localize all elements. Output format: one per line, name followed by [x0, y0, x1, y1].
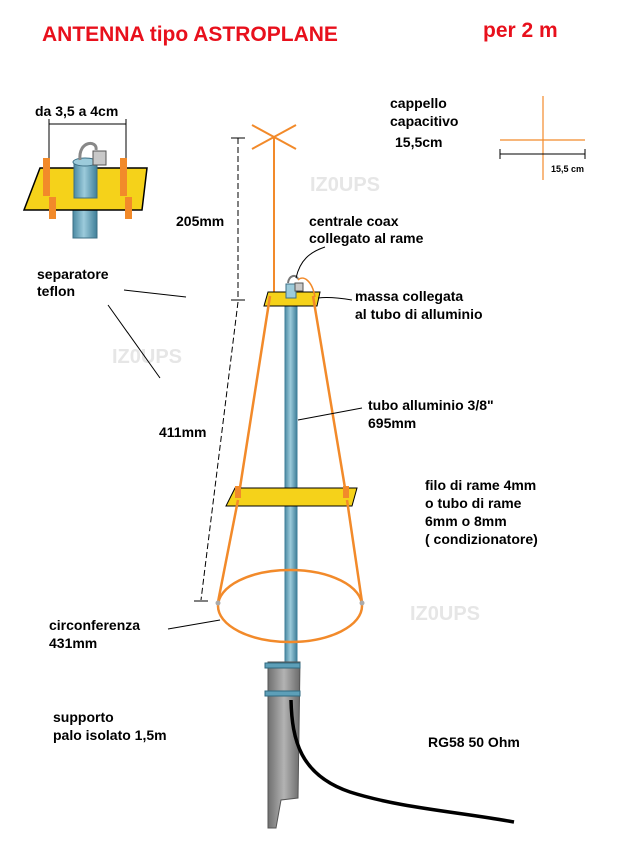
- circumference-ring: [216, 568, 364, 644]
- watermark-middle: IZ0UPS: [112, 346, 182, 368]
- label-cap-line1: cappello: [390, 95, 447, 111]
- label-coax-line1: centrale coax: [309, 213, 399, 229]
- diagram-title: ANTENNA tipo ASTROPLANE: [42, 23, 338, 46]
- label-massa-line2: al tubo di alluminio: [355, 306, 483, 322]
- label-cable: RG58 50 Ohm: [428, 734, 520, 750]
- label-cap-small: 15,5 cm: [551, 164, 584, 174]
- label-dim-top: 205mm: [176, 213, 224, 229]
- label-separator-line2: teflon: [37, 283, 75, 299]
- antenna: [215, 124, 515, 829]
- label-wire-line3: 6mm o 8mm: [425, 513, 507, 529]
- capacitive-hat-detail: [499, 96, 586, 180]
- aluminum-tube: [284, 295, 298, 665]
- label-spacing: da 3,5 a 4cm: [35, 103, 118, 119]
- label-tube-line2: 695mm: [368, 415, 416, 431]
- label-wire-line2: o tubo di rame: [425, 495, 522, 511]
- label-circ-line2: 431mm: [49, 635, 97, 651]
- label-coax-line2: collegato al rame: [309, 230, 424, 246]
- upper-teflon-plate: [263, 291, 321, 307]
- middle-teflon-plate: [225, 487, 358, 507]
- leader-lines: [107, 246, 363, 630]
- connector-detail: [22, 119, 148, 239]
- label-wire-line4: ( condizionatore): [425, 531, 538, 547]
- label-dim-mid: 411mm: [159, 424, 206, 440]
- support-pole: [267, 661, 301, 829]
- label-support-line1: supporto: [53, 709, 114, 725]
- watermark-bottom: IZ0UPS: [410, 603, 480, 625]
- coax-cable: [289, 699, 515, 824]
- dimension-lines: [194, 137, 245, 602]
- label-cap-line2: capacitivo: [390, 113, 458, 129]
- watermark-top: IZ0UPS: [310, 174, 380, 196]
- label-circ-line1: circonferenza: [49, 617, 140, 633]
- label-separator-line1: separatore: [37, 266, 109, 282]
- label-wire-line1: filo di rame 4mm: [425, 477, 536, 493]
- label-tube-line1: tubo alluminio 3/8": [368, 397, 494, 413]
- label-cap-size: 15,5cm: [395, 134, 442, 150]
- label-support-line2: palo isolato 1,5m: [53, 727, 167, 743]
- label-massa-line1: massa collegata: [355, 288, 463, 304]
- diagram-band: per 2 m: [483, 19, 558, 42]
